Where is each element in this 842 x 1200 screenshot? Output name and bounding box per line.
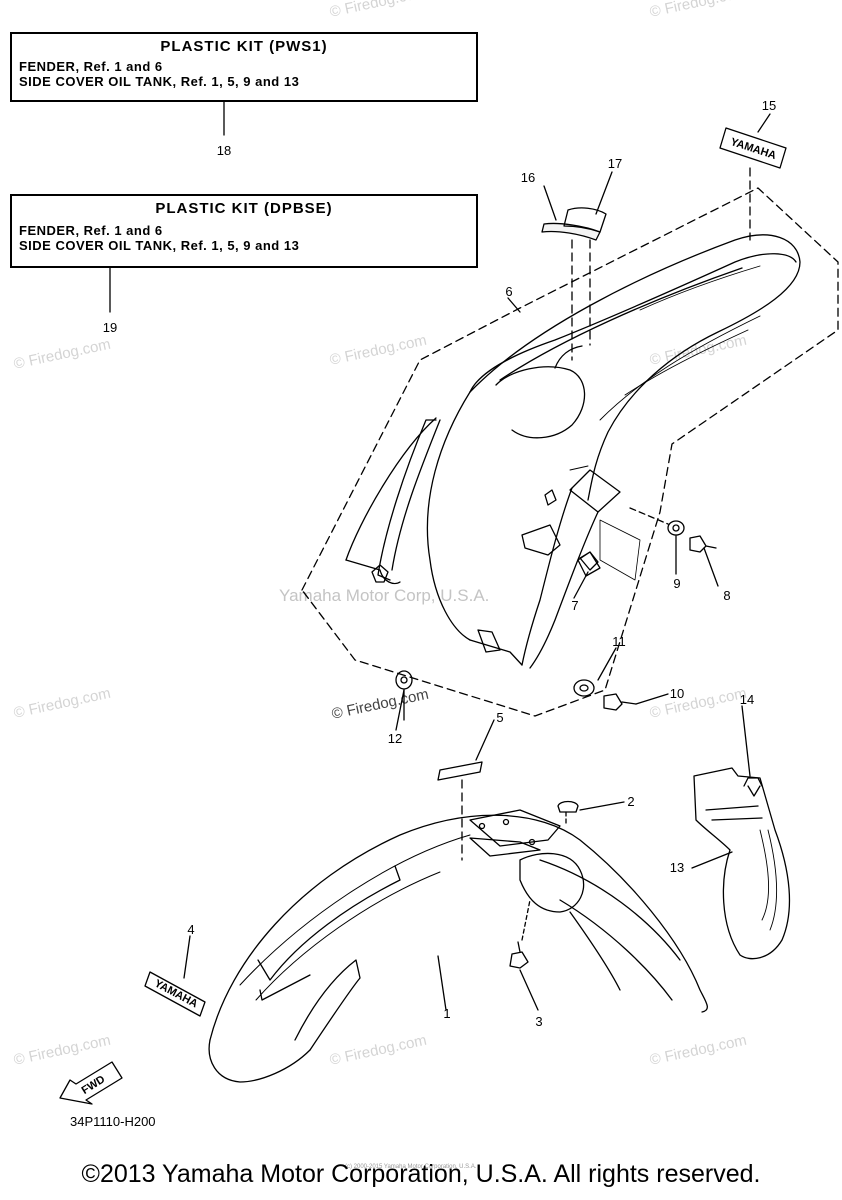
decal-17 <box>563 207 607 233</box>
bolt-8 <box>689 535 717 553</box>
callout-5: 5 <box>496 710 504 725</box>
callout-10: 10 <box>669 686 685 701</box>
front-decal-4 <box>144 971 206 1017</box>
kit-line: FENDER, Ref. 1 and 6 <box>19 59 163 74</box>
callout-13: 13 <box>669 860 685 875</box>
callout-17: 17 <box>607 156 623 171</box>
callout-1: 1 <box>443 1006 451 1021</box>
callout-6: 6 <box>505 284 513 299</box>
callout-16: 16 <box>520 170 536 185</box>
callout-9: 9 <box>673 576 681 591</box>
callout-12: 12 <box>387 731 403 746</box>
copyright-notice: ©2013 Yamaha Motor Corporation, U.S.A. A… <box>81 1160 761 1188</box>
callout-18: 18 <box>216 143 232 158</box>
callout-15: 15 <box>761 98 777 113</box>
plastic-kit-dpbse-box: PLASTIC KIT (DPBSE) FENDER, Ref. 1 and 6… <box>10 194 478 268</box>
front-fender <box>208 809 708 1083</box>
kit-line: SIDE COVER OIL TANK, Ref. 1, 5, 9 and 13 <box>19 74 300 89</box>
callout-7: 7 <box>571 598 579 613</box>
callout-14: 14 <box>739 692 755 707</box>
rear-fender <box>345 234 801 669</box>
rear-decal-text: YAMAHA <box>729 136 778 162</box>
callout-4: 4 <box>187 922 195 937</box>
fwd-text: FWD <box>80 1073 108 1096</box>
callout-2: 2 <box>627 794 635 809</box>
fwd-arrow-icon <box>59 1061 123 1105</box>
screw-14 <box>743 777 763 797</box>
mud-flap-13 <box>693 767 791 960</box>
kit-title: PLASTIC KIT (PWS1) <box>160 38 328 55</box>
washer-9 <box>667 520 685 536</box>
rear-decal-15 <box>719 127 787 169</box>
kit-line: FENDER, Ref. 1 and 6 <box>19 223 163 238</box>
callout-11: 11 <box>612 634 626 649</box>
assembly-dashed-outline <box>301 187 839 717</box>
bolt-10 <box>603 693 637 711</box>
kit-line: SIDE COVER OIL TANK, Ref. 1, 5, 9 and 13 <box>19 238 300 253</box>
callout-19: 19 <box>102 320 118 335</box>
callout-8: 8 <box>723 588 731 603</box>
washer-11 <box>573 679 595 697</box>
diagram-code: 34P1110-H200 <box>70 1114 156 1129</box>
decal-5 <box>437 761 483 781</box>
fine-print: (c) 2000-2015 Yamaha Motor Corporation, … <box>345 1164 477 1170</box>
nut-7 <box>579 551 599 571</box>
plastic-kit-pws1-box: PLASTIC KIT (PWS1) FENDER, Ref. 1 and 6 … <box>10 32 478 102</box>
callout-3: 3 <box>535 1014 543 1029</box>
grommet-2 <box>557 800 579 813</box>
kit-title: PLASTIC KIT (DPBSE) <box>155 200 333 217</box>
screw-3 <box>509 941 529 969</box>
grommet-12 <box>395 670 413 690</box>
